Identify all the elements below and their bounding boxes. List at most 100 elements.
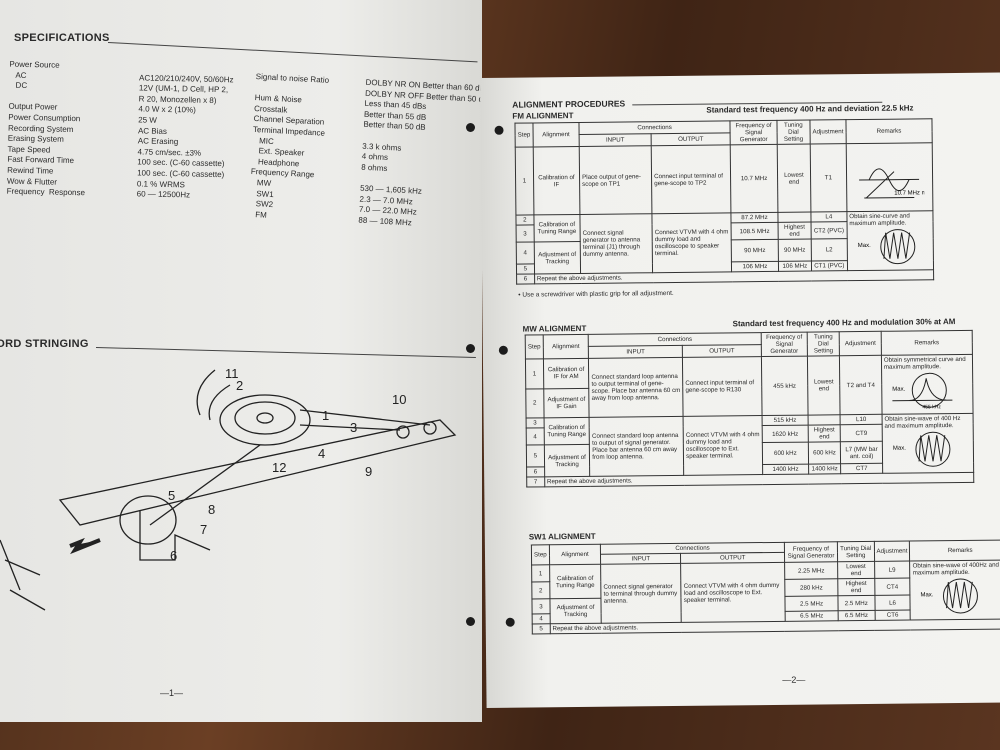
cell-text: L7 (MW bar ant. coil) (845, 445, 878, 460)
table-cell: CT6 (874, 610, 911, 621)
cell-text: Repeat the above adjustments. (536, 274, 623, 283)
cell-text: Repeat the above adjustments. (546, 477, 633, 486)
cell-text: 10.7 MHz (740, 174, 768, 183)
alignment-title: ALIGNMENT PROCEDURES (512, 98, 626, 110)
cell-text: CT7 (855, 464, 868, 473)
table-cell: 6 (526, 466, 545, 478)
table-cell: 1400 kHz (762, 464, 809, 475)
cell-text: Adjustment (876, 547, 908, 555)
table-cell: Calibration of Tuning Range (543, 417, 590, 445)
cell-text: 6.5 MHz (844, 611, 868, 620)
cell-text: Adjustment of Tracking (548, 453, 586, 468)
cell-text: Connect signal generator to antenna term… (582, 229, 641, 258)
table-cell: Obtain symmetrical curve and maximum amp… (881, 354, 974, 415)
label-3: 3 (350, 420, 357, 435)
mw-title: MW ALIGNMENT (522, 323, 587, 334)
table-cell: Connect signal generator to terminal thr… (600, 563, 682, 624)
punch-hole (466, 344, 475, 353)
cell-text: Remarks (914, 339, 940, 347)
table-cell: Connect input terminal of gene-scope to … (651, 144, 732, 214)
figure-label: 10.7 MHz marker (895, 190, 925, 196)
fm-note: • Use a screwdriver with plastic grip fo… (518, 289, 674, 299)
cell-text: Adjustment of Tracking (556, 603, 595, 619)
fm-subtitle: Standard test frequency 400 Hz and devia… (706, 103, 914, 115)
cell-text: Place output of gene-scope on TP1 (582, 172, 641, 188)
cell-text: CT6 (886, 611, 899, 619)
cell-text: 90 MHz (744, 247, 766, 255)
cell-text: 106 MHz (742, 263, 768, 271)
cell-text: Connect input terminal of gene-scope to … (685, 379, 755, 394)
table-cell: 600 kHz (808, 441, 841, 465)
peak-waveform-figure: Max.455 kHz (892, 372, 953, 410)
square-waveform-figure: Max. (921, 578, 979, 614)
table-cell: Obtain sine-curve and maximum amplitude.… (846, 210, 934, 271)
label-1: 1 (322, 408, 329, 423)
marker-waveform-figure: 10.7 MHz marker (859, 168, 941, 199)
cell-text: 5 (539, 625, 543, 633)
table-cell: L9 (874, 561, 911, 579)
cell-text: 280 kHz (799, 583, 823, 592)
table-cell: Connect VTVM with 4 ohm dummy load and o… (681, 562, 786, 623)
header-cell: Frequency of Signal Generator (761, 332, 808, 357)
label-7: 7 (200, 522, 207, 537)
table-cell: Highest end (777, 222, 812, 240)
specifications-title: SPECIFICATIONS (14, 32, 110, 44)
cell-text: Adjustment of Tracking (538, 250, 577, 265)
punch-hole (466, 617, 475, 626)
label-2: 2 (236, 378, 243, 393)
header-cell: Adjustment (839, 331, 882, 356)
cell-text: INPUT (626, 348, 645, 356)
cell-text: Tuning Dial Setting (783, 121, 804, 143)
table-cell: Calibration of Tuning Range (533, 214, 581, 242)
table-cell: 515 kHz (762, 415, 808, 426)
header-cell: Remarks (845, 118, 933, 144)
cell-text: Tuning Dial Setting (840, 544, 872, 559)
cell-text: Frequency of Signal Generator (787, 544, 835, 560)
cell-text: 2.25 MHz (797, 566, 825, 575)
table-cell: 4 (516, 241, 535, 265)
header-cell: Alignment (542, 334, 589, 359)
cell-text: 2 (538, 586, 543, 594)
cell-text: 108.5 MHz (739, 227, 770, 235)
header-cell: OUTPUT (682, 344, 762, 358)
cell-text: INPUT (631, 555, 651, 563)
cell-text: CT9 (855, 429, 868, 437)
table-cell: 1620 kHz (762, 425, 809, 443)
cell-text: 5 (523, 265, 528, 273)
cell-text: Frequency of Signal Generator (735, 121, 772, 144)
cell-text: 1 (538, 569, 543, 577)
square-waveform-figure: Max. (893, 431, 951, 467)
cell-text: Alignment (561, 550, 589, 559)
cell-text: L9 (888, 566, 896, 574)
cell-text: Tuning Dial Setting (813, 333, 834, 355)
table-cell: 2.5 MHz (784, 595, 839, 612)
header-cell: Alignment (549, 544, 601, 565)
page-number-2: —2— (782, 674, 806, 685)
cell-text: OUTPUT (709, 347, 735, 355)
table-cell: Calibration of IF for AM (543, 358, 590, 389)
table-cell: Lowest end (777, 144, 811, 213)
table-cell: CT4 (874, 578, 911, 596)
cell-text: Obtain symmetrical curve and maximum amp… (883, 355, 966, 371)
table-cell: Adjustment of IF Gain (543, 387, 590, 418)
cell-text: 600 kHz (773, 449, 797, 457)
label-4: 4 (318, 446, 325, 461)
cell-text: Connect input terminal of gene-scope to … (654, 171, 723, 187)
label-8: 8 (208, 502, 215, 517)
header-cell: Frequency of Signal Generator (784, 541, 838, 563)
title-rule (107, 42, 478, 63)
figure-label: Max. (893, 446, 906, 452)
cell-text: Adjustment of IF Gain (547, 395, 586, 410)
table-cell: Highest end (807, 424, 841, 443)
spec-value: 60 — 12500Hz (136, 189, 191, 200)
table-cell: Adjustment of Tracking (549, 598, 602, 624)
table-cell (807, 414, 841, 426)
cell-text: 1620 kHz (772, 430, 799, 438)
spec-value: 8 ohms (360, 162, 388, 173)
table-cell: Connect input terminal of gene-scope to … (682, 356, 763, 417)
chassis-plate (58, 419, 457, 526)
